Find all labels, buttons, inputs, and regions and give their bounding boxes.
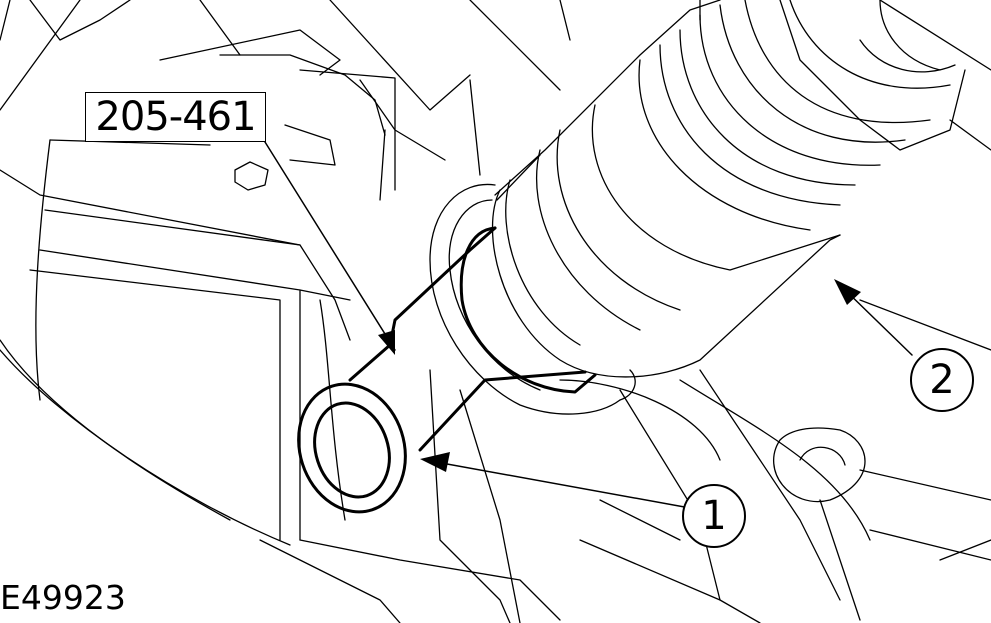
leader-lines: [264, 141, 913, 509]
tool-number-label: 205-461: [85, 92, 266, 142]
callout-1: 1: [682, 484, 746, 548]
leader-arrowheads: [378, 279, 861, 472]
figure-id: E49923: [0, 578, 126, 617]
callout-2: 2: [910, 348, 974, 412]
special-tool-1: [297, 226, 597, 514]
component-2-body: [491, 0, 966, 378]
